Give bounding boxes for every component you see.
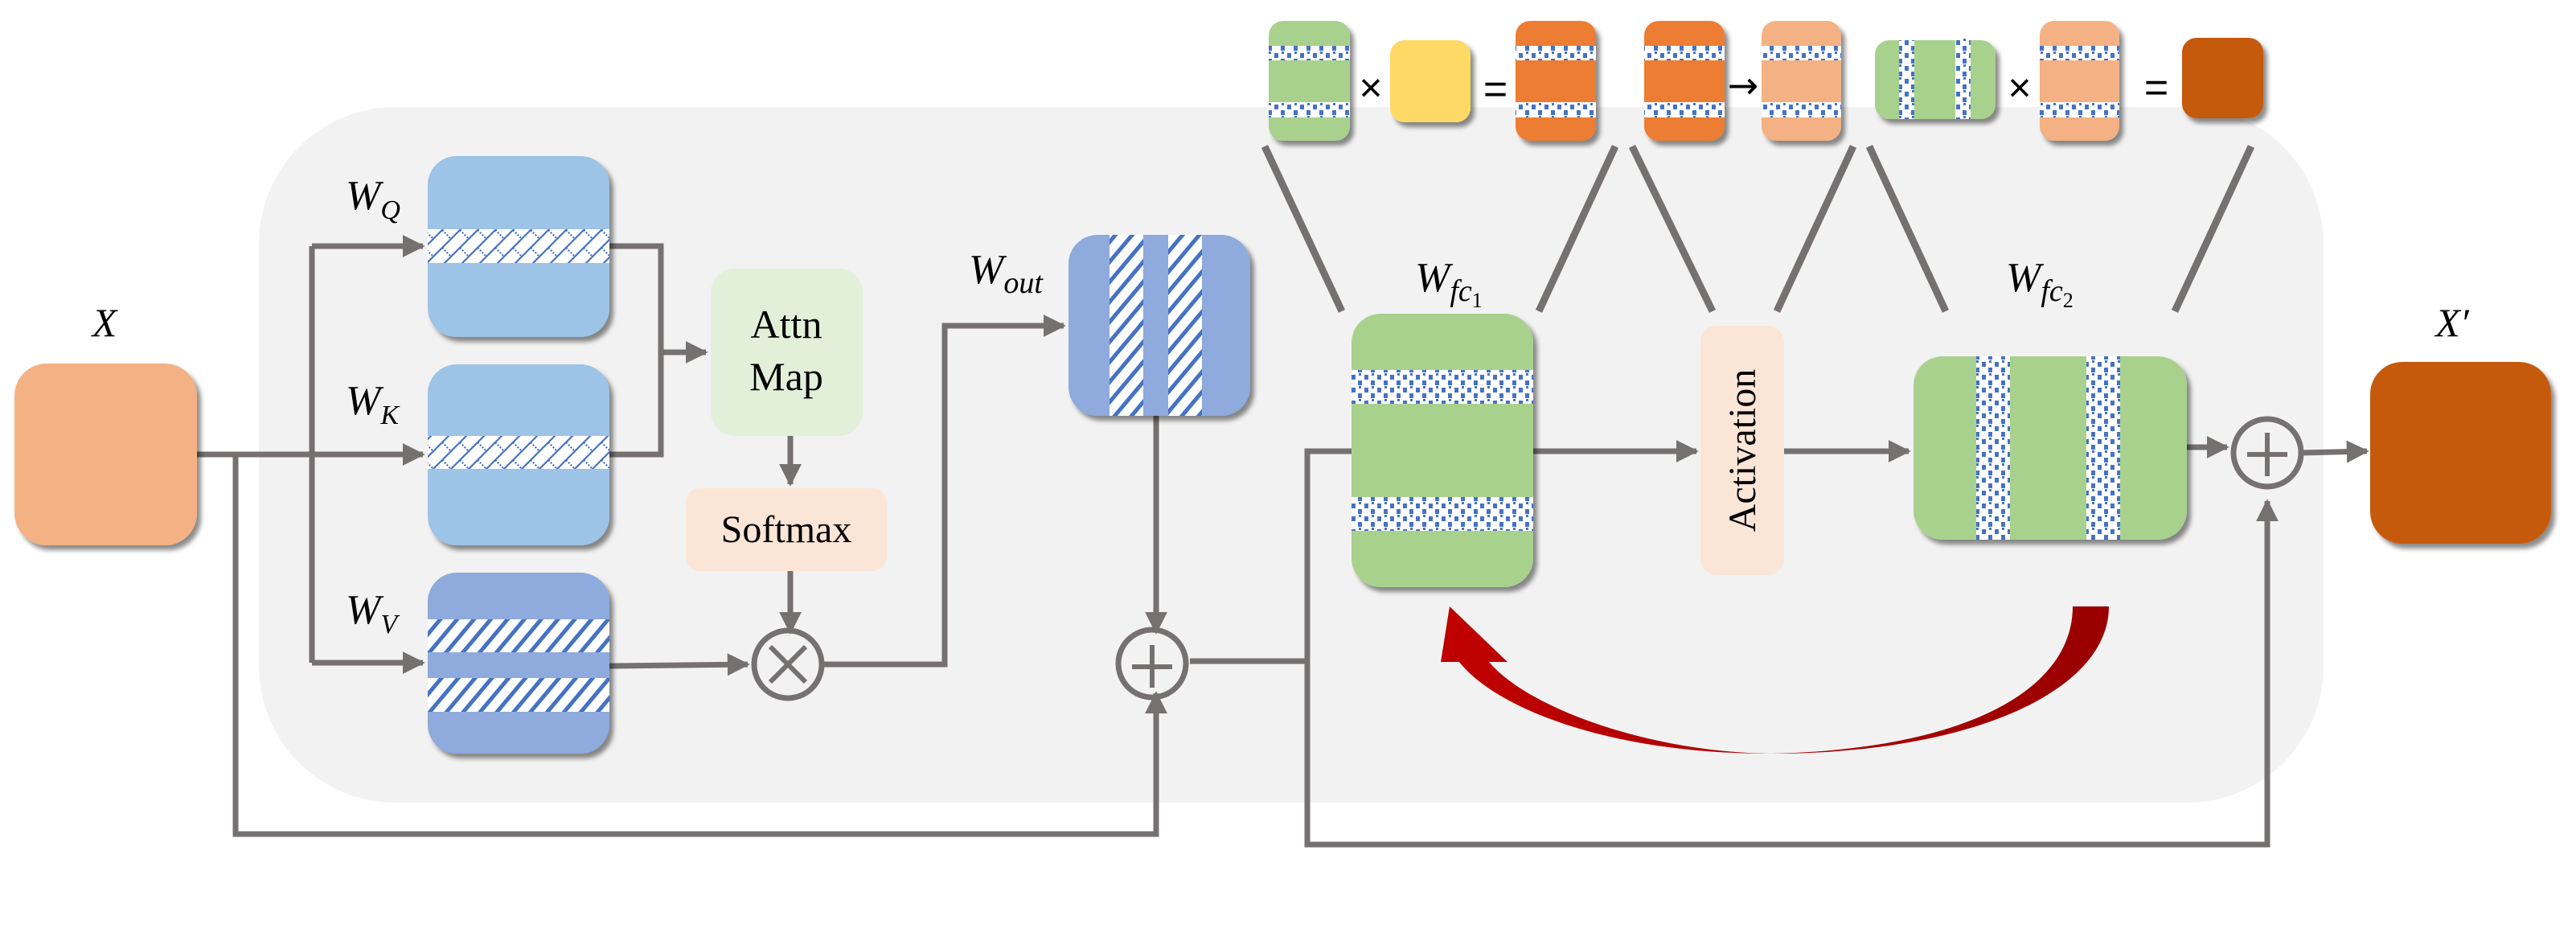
line-wv-to-mul (609, 653, 750, 676)
eq1-orange-result (1516, 21, 1596, 141)
softmax-text: Softmax (721, 508, 852, 551)
eq2-light-orange-output (1762, 21, 1841, 141)
attn-map-block (711, 269, 863, 436)
eq3-green-matrix (1875, 39, 1996, 119)
attn-map-text-line1: Attn (751, 302, 822, 347)
line-add-to-output (2300, 440, 2369, 463)
wout-block (1069, 235, 1250, 416)
line-residual-1 (232, 454, 1167, 837)
wfc1-label: Wfc1 (1415, 255, 1483, 312)
multiply-op-icon (751, 627, 825, 701)
connector-lines (197, 235, 2369, 848)
eq3-dark-orange-result (2182, 38, 2263, 118)
wfc2-block (1914, 356, 2187, 540)
eq2-arrow-symbol: → (1728, 64, 1759, 107)
eq3-equals-symbol: = (2144, 64, 2168, 111)
wfc2-label: Wfc2 (2006, 255, 2074, 312)
wq-label: WQ (346, 173, 400, 225)
wfc1-block (1352, 314, 1533, 587)
add-op-icon-2 (2230, 416, 2304, 490)
activation-text: Activation (1721, 369, 1764, 532)
equation-strip: × = → × = (1269, 21, 2263, 141)
line-residual-2 (1304, 499, 2279, 848)
add-op-icon-1 (1115, 627, 1189, 701)
softmax-block (686, 488, 887, 571)
activation-block (1700, 326, 1784, 575)
wq-block (428, 156, 609, 337)
output-x-prime-label: X′ (2434, 300, 2470, 345)
attn-map-text-line2: Map (749, 354, 823, 399)
wk-block (428, 364, 609, 545)
eq1-yellow-matrix (1390, 40, 1471, 122)
output-x-prime-block (2370, 362, 2551, 544)
line-mul-to-wout (822, 314, 1066, 668)
wv-block (428, 573, 609, 754)
line-add-to-fc1 (1190, 448, 1352, 664)
input-x-label: X (91, 300, 119, 345)
eq1-green-matrix (1269, 21, 1350, 141)
eq3-times-symbol: × (2008, 65, 2031, 110)
eq1-equals-symbol: = (1483, 66, 1507, 113)
eq1-times-symbol: × (1359, 65, 1382, 110)
zoom-lines (1261, 145, 2255, 313)
input-x-block (14, 364, 197, 545)
eq2-orange-input (1644, 21, 1725, 141)
wk-label: WK (346, 378, 400, 430)
eq3-light-orange-matrix (2040, 21, 2119, 141)
wout-label: Wout (969, 247, 1044, 300)
